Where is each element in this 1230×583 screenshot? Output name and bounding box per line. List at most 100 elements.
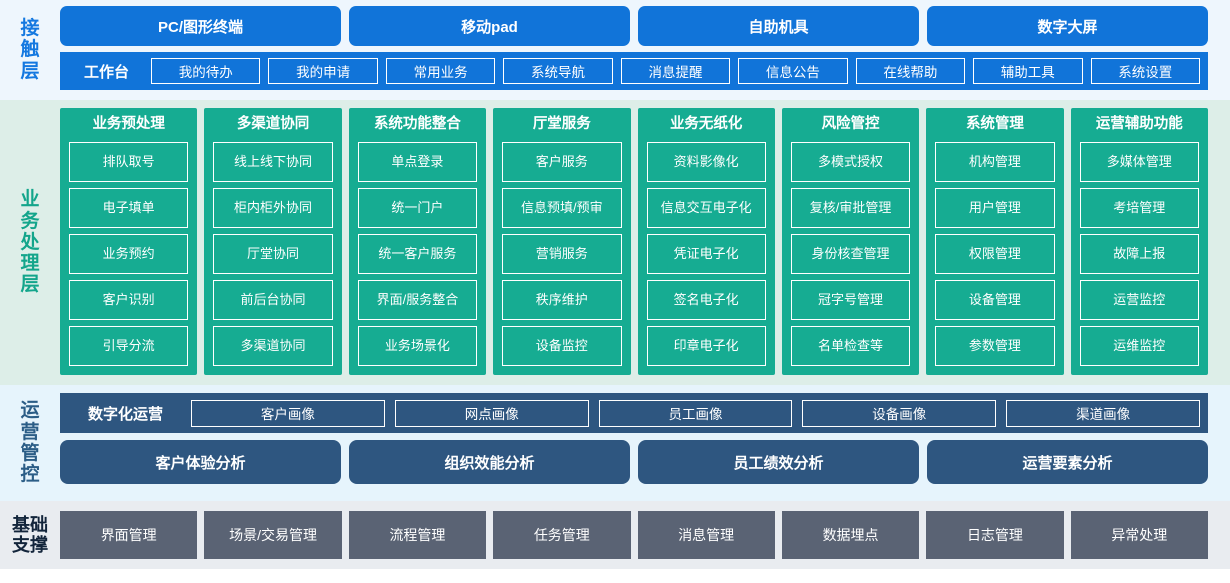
business-cell[interactable]: 运维监控 (1079, 326, 1199, 367)
channel-box-digital-screen[interactable]: 数字大屏 (927, 6, 1208, 46)
workbench-item-system-nav[interactable]: 系统导航 (503, 58, 613, 84)
workbench-item-todo[interactable]: 我的待办 (151, 58, 261, 84)
business-cell[interactable]: 统一客户服务 (357, 233, 478, 274)
portrait-employee[interactable]: 员工画像 (598, 399, 793, 427)
workbench-item-aux-tools[interactable]: 辅助工具 (973, 58, 1083, 84)
layer-operations-label-char: 运 (20, 400, 40, 422)
business-column-system-integration: 系统功能整合 单点登录 统一门户 统一客户服务 界面/服务整合 业务场景化 (348, 108, 487, 375)
business-cell[interactable]: 多渠道协同 (213, 326, 333, 367)
workbench-item-my-application[interactable]: 我的申请 (268, 58, 378, 84)
business-cell[interactable]: 权限管理 (935, 233, 1055, 274)
analytics-customer-experience[interactable]: 客户体验分析 (60, 440, 341, 484)
layer-business-label-char: 理 (20, 253, 40, 275)
business-cell[interactable]: 名单检查等 (790, 326, 911, 367)
workbench-item-message-alert[interactable]: 消息提醒 (620, 58, 731, 84)
channel-box-self-service[interactable]: 自助机具 (638, 6, 919, 46)
layer-business-label-char: 处 (20, 231, 40, 253)
layer-foundation-label-line: 支撑 (12, 535, 48, 555)
workbench-item-online-help[interactable]: 在线帮助 (855, 58, 966, 84)
foundation-scene-transaction-management[interactable]: 场景/交易管理 (204, 511, 342, 559)
business-column-row: 业务预处理 排队取号 电子填单 业务预约 客户识别 引导分流 多渠道协同 线上线… (60, 108, 1208, 375)
business-cell[interactable]: 排队取号 (69, 141, 189, 182)
workbench-title: 工作台 (84, 63, 130, 81)
foundation-task-management[interactable]: 任务管理 (493, 511, 631, 559)
channel-box-mobile-pad[interactable]: 移动pad (349, 6, 630, 46)
foundation-process-management[interactable]: 流程管理 (348, 511, 487, 559)
business-column-title: 业务预处理 (92, 116, 165, 132)
business-column-title: 厅堂服务 (532, 116, 591, 132)
business-column-title: 系统功能整合 (373, 116, 461, 132)
business-cell[interactable]: 参数管理 (935, 326, 1055, 367)
analytics-organization-efficiency[interactable]: 组织效能分析 (349, 440, 630, 484)
workbench-item-announcement[interactable]: 信息公告 (738, 58, 848, 84)
business-cell[interactable]: 界面/服务整合 (357, 279, 478, 320)
business-column-system-management: 系统管理 机构管理 用户管理 权限管理 设备管理 参数管理 (926, 108, 1064, 375)
foundation-exception-handling[interactable]: 异常处理 (1070, 511, 1208, 559)
layer-business-body: 业务预处理 排队取号 电子填单 业务预约 客户识别 引导分流 多渠道协同 线上线… (60, 100, 1230, 385)
business-cell[interactable]: 秩序维护 (502, 279, 622, 320)
layer-contact-label: 接 触 层 (0, 0, 60, 100)
workbench-item-common-business[interactable]: 常用业务 (385, 58, 496, 84)
business-cell[interactable]: 厅堂协同 (213, 233, 333, 274)
business-cell[interactable]: 业务预约 (69, 233, 189, 274)
digital-operations-row: 数字化运营 客户画像 网点画像 员工画像 设备画像 渠道画像 (60, 393, 1208, 433)
business-cell[interactable]: 业务场景化 (357, 326, 478, 367)
business-cell[interactable]: 运营监控 (1079, 279, 1199, 320)
business-cell[interactable]: 设备管理 (935, 279, 1055, 320)
business-column-risk-control: 风险管控 多模式授权 复核/审批管理 身份核查管理 冠字号管理 名单检查等 (781, 108, 920, 375)
portrait-channel[interactable]: 渠道画像 (1006, 399, 1200, 427)
business-cell[interactable]: 客户识别 (69, 279, 189, 320)
business-cell[interactable]: 信息预填/预审 (502, 187, 622, 228)
layer-business-label: 业 务 处 理 层 (0, 100, 60, 385)
foundation-log-management[interactable]: 日志管理 (926, 511, 1064, 559)
foundation-message-management[interactable]: 消息管理 (637, 511, 775, 559)
portrait-branch[interactable]: 网点画像 (394, 399, 589, 427)
layer-business-label-char: 层 (20, 274, 40, 296)
business-cell[interactable]: 身份核查管理 (790, 233, 911, 274)
layer-contact-label-char: 触 (20, 39, 40, 61)
business-cell[interactable]: 信息交互电子化 (646, 187, 766, 228)
business-cell[interactable]: 故障上报 (1079, 233, 1199, 274)
layer-foundation-label-line: 基础 (12, 514, 48, 535)
business-cell[interactable]: 签名电子化 (646, 279, 766, 320)
business-cell[interactable]: 冠字号管理 (790, 279, 911, 320)
portrait-customer[interactable]: 客户画像 (191, 399, 385, 427)
business-cell[interactable]: 凭证电子化 (646, 233, 766, 274)
foundation-data-tracking[interactable]: 数据埋点 (781, 511, 920, 559)
business-cell[interactable]: 印章电子化 (646, 326, 766, 367)
business-cell[interactable]: 线上线下协同 (213, 141, 333, 182)
business-cell[interactable]: 机构管理 (935, 141, 1055, 182)
business-cell[interactable]: 客户服务 (502, 141, 622, 182)
foundation-row: 界面管理 场景/交易管理 流程管理 任务管理 消息管理 数据埋点 日志管理 异常… (60, 511, 1208, 559)
layer-contact-label-char: 接 (20, 18, 40, 40)
business-cell[interactable]: 多模式授权 (790, 141, 911, 182)
business-cell[interactable]: 营销服务 (502, 233, 622, 274)
foundation-ui-management[interactable]: 界面管理 (60, 511, 198, 559)
analytics-employee-performance[interactable]: 员工绩效分析 (638, 440, 919, 484)
business-cell[interactable]: 资料影像化 (646, 141, 766, 182)
layer-business: 业 务 处 理 层 业务预处理 排队取号 电子填单 业务预约 客户识别 引导分流… (0, 100, 1230, 385)
business-cell[interactable]: 设备监控 (502, 326, 622, 367)
layer-operations-label: 运 营 管 控 (0, 385, 60, 501)
digital-operations-title: 数字化运营 (88, 405, 164, 423)
business-cell[interactable]: 多媒体管理 (1079, 141, 1199, 182)
portrait-device[interactable]: 设备画像 (802, 399, 997, 427)
channel-box-pc[interactable]: PC/图形终端 (60, 6, 341, 46)
business-cell[interactable]: 前后台协同 (213, 279, 333, 320)
business-cell[interactable]: 电子填单 (69, 187, 189, 228)
business-cell[interactable]: 引导分流 (69, 326, 189, 367)
workbench-item-system-settings[interactable]: 系统设置 (1090, 58, 1200, 84)
business-cell[interactable]: 柜内柜外协同 (213, 187, 333, 228)
analytics-operation-elements[interactable]: 运营要素分析 (927, 440, 1208, 484)
business-cell[interactable]: 单点登录 (357, 141, 478, 182)
business-cell[interactable]: 考培管理 (1079, 187, 1199, 228)
business-cell[interactable]: 统一门户 (357, 187, 478, 228)
business-column-title: 业务无纸化 (669, 116, 743, 132)
layer-operations-body: 数字化运营 客户画像 网点画像 员工画像 设备画像 渠道画像 客户体验分析 组织… (60, 385, 1230, 501)
business-cell[interactable]: 用户管理 (935, 187, 1055, 228)
business-column-multichannel: 多渠道协同 线上线下协同 柜内柜外协同 厅堂协同 前后台协同 多渠道协同 (204, 108, 342, 375)
layer-contact: 接 触 层 PC/图形终端 移动pad 自助机具 数字大屏 工作台 我的待办 我… (0, 0, 1230, 100)
business-cell[interactable]: 复核/审批管理 (790, 187, 911, 228)
layer-foundation-body: 界面管理 场景/交易管理 流程管理 任务管理 消息管理 数据埋点 日志管理 异常… (60, 501, 1230, 569)
layer-business-label-char: 务 (20, 210, 40, 232)
